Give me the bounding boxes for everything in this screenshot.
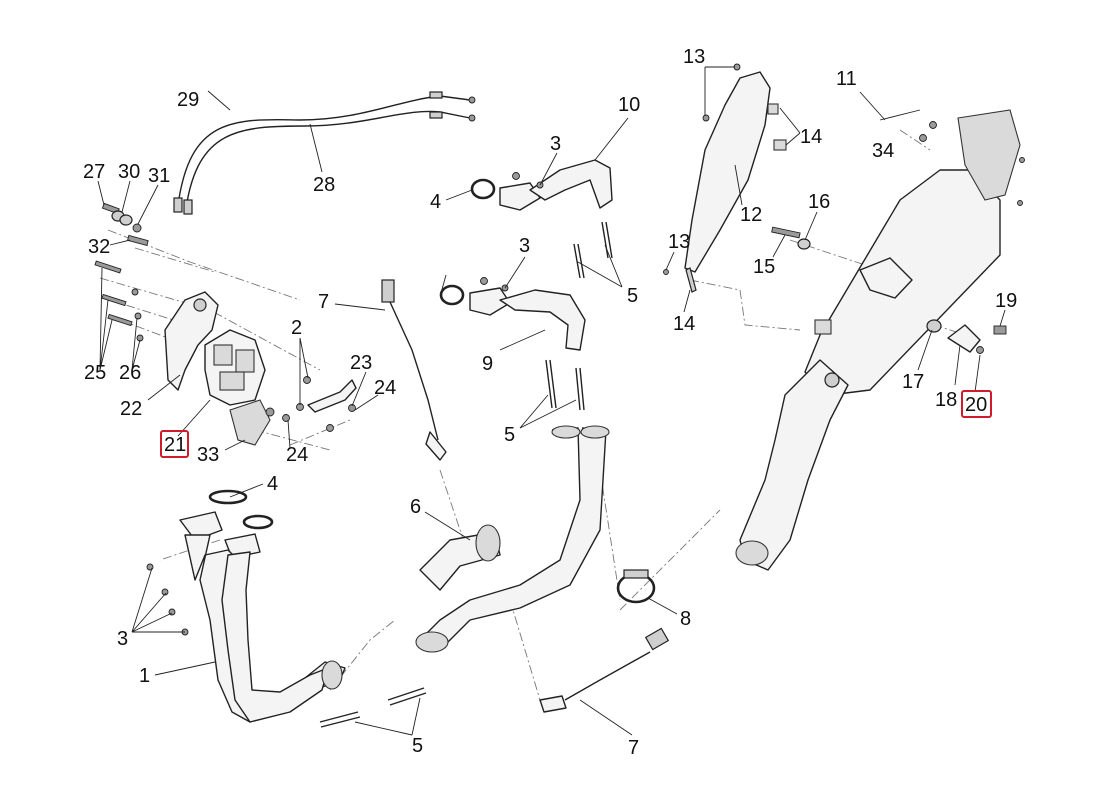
callout-33: 33: [197, 444, 219, 466]
leader-lines: [97, 66, 1006, 736]
callout-10: 10: [618, 94, 640, 116]
callout-3-middle: 3: [519, 235, 530, 257]
callout-4-lower: 4: [267, 473, 278, 495]
callout-22: 22: [120, 398, 142, 420]
callout-28: 28: [313, 174, 335, 196]
callout-34: 34: [872, 140, 894, 162]
callout-18: 18: [935, 389, 957, 411]
callout-numbers: 1 2 3 3 3 4 4 5 5 5 6 7 7 8 9 10 11 12 1…: [83, 46, 1017, 759]
callout-9: 9: [482, 353, 493, 375]
actuator-fasteners: [282, 376, 357, 432]
callout-13-top: 13: [683, 46, 705, 68]
exhaust-collector: [415, 425, 610, 653]
callout-29: 29: [177, 89, 199, 111]
cable-assembly: [173, 91, 476, 215]
callout-23: 23: [350, 352, 372, 374]
callout-3-front: 3: [117, 628, 128, 650]
exhaust-springs: [319, 221, 613, 728]
callout-16: 16: [808, 191, 830, 213]
rear-header-stubs: [439, 159, 613, 351]
bracket-bolts: [94, 202, 149, 342]
exhaust-valve-actuator: [164, 291, 275, 446]
callout-26: 26: [119, 362, 141, 384]
callout-30: 30: [118, 161, 140, 183]
callout-24-right: 24: [374, 377, 396, 399]
highlight-box-20: [961, 390, 992, 418]
highlight-box-21: [160, 430, 189, 458]
callout-2: 2: [291, 317, 302, 339]
callout-24-bottom: 24: [286, 444, 308, 466]
silencer-rear-mount: [926, 319, 1007, 354]
lambda-sensor-upper: [381, 279, 447, 461]
callout-21: 21: [164, 434, 186, 456]
callout-6: 6: [410, 496, 421, 518]
silencer-mount-bolt: [771, 226, 811, 250]
callout-14-upper: 14: [800, 126, 822, 148]
callout-8: 8: [680, 608, 691, 630]
callout-7-lower: 7: [628, 737, 639, 759]
callout-32: 32: [88, 236, 110, 258]
callout-15: 15: [753, 256, 775, 278]
callout-7-upper: 7: [318, 291, 329, 313]
callout-1: 1: [139, 665, 150, 687]
exhaust-clamp: [616, 569, 656, 604]
callout-4-upper: 4: [430, 191, 441, 213]
callout-5-middle: 5: [504, 424, 515, 446]
callout-5-bottom: 5: [412, 735, 423, 757]
front-header-pipes: [146, 489, 346, 723]
callout-11: 11: [836, 68, 857, 90]
callout-12: 12: [740, 204, 762, 226]
callout-31: 31: [148, 165, 170, 187]
callout-19: 19: [995, 290, 1017, 312]
callout-5-right: 5: [627, 285, 638, 307]
callout-20: 20: [965, 394, 987, 416]
callout-27: 27: [83, 161, 105, 183]
callout-14-lower: 14: [673, 313, 695, 335]
callout-13-middle: 13: [668, 231, 690, 253]
silencer: [735, 109, 1025, 571]
callout-25: 25: [84, 362, 106, 384]
callout-3-upper: 3: [550, 133, 561, 155]
lambda-sensor-lower: [539, 627, 670, 713]
callout-17: 17: [902, 371, 924, 393]
